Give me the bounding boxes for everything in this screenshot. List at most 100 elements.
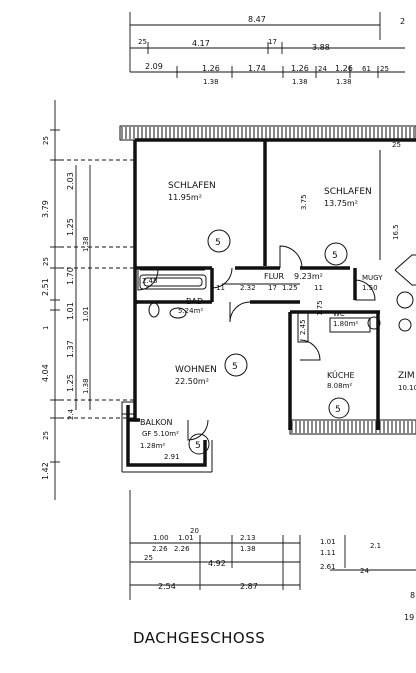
- room-name: FLUR: [264, 272, 285, 281]
- bottom-dim-20: 20: [190, 527, 199, 535]
- bottom-dim-25: 25: [144, 554, 153, 562]
- bottom-dimensions: 1.00 1.01 20 2.13 1.01 2.1 2.26 2.26 1.3…: [129, 490, 416, 622]
- bottom-dim-8: 8: [410, 591, 415, 600]
- dim-left-1: 1: [42, 326, 50, 330]
- bottom-dim-100: 1.00: [153, 534, 169, 542]
- room-width: 2.91: [164, 453, 180, 461]
- room-name: KÜCHE: [327, 370, 355, 380]
- room-badge-label: 5: [215, 238, 221, 248]
- dim-top-24: 24: [318, 65, 327, 73]
- bottom-dim-261: 2.61: [320, 563, 336, 571]
- room-wc: WC 1.80m²: [333, 310, 358, 328]
- room-area: 13.75m²: [324, 199, 358, 208]
- room-area: 9.23m²: [294, 272, 323, 281]
- room-kueche: KÜCHE 8.08m² 5: [327, 370, 355, 419]
- wc-box: [329, 317, 371, 333]
- bottom-dim-101b: 1.01: [320, 538, 336, 546]
- room-mugy: MUGY 1.50: [362, 274, 383, 292]
- room-area: 11.95m²: [168, 193, 202, 202]
- room-name: ZIM: [398, 371, 415, 381]
- room-area: 5.24m²: [178, 307, 203, 315]
- inner-dim-125: 1.25: [282, 284, 298, 292]
- room-name: WOHNEN: [175, 365, 217, 375]
- dim-mid-125b: 1.25: [66, 374, 75, 392]
- dim-left-25a: 25: [42, 136, 50, 145]
- dim-top-126a: 1.26: [202, 64, 220, 73]
- room-badge-label: 5: [232, 362, 238, 372]
- room-flur: FLUR 9.23m²: [264, 272, 323, 281]
- room-balkon: BALKON GF 5.10m² 1.28m² 2.91 5: [140, 418, 210, 461]
- bottom-dim-226a: 2.26: [152, 545, 168, 553]
- left-dimensions: 25 3.79 25 2.51 1 4.04 25 1.42 2.03 1.25…: [41, 100, 135, 500]
- dim-left-251: 2.51: [41, 278, 50, 296]
- inner-dim-11b: 11: [314, 284, 323, 292]
- bottom-dim-138: 1.38: [240, 545, 256, 553]
- dim-top-126c: 1.26: [335, 64, 353, 73]
- bottom-dim-101a: 1.01: [178, 534, 194, 542]
- room-schlafen-2: SCHLAFEN 13.75m² 5 3.75: [300, 187, 372, 266]
- inner-dim-248: 2.48: [142, 277, 158, 285]
- room-name: SCHLAFEN: [168, 181, 216, 191]
- room-badge-label: 5: [195, 441, 201, 451]
- dim-top-138a: 1.38: [203, 78, 219, 86]
- dim-mid-24: 2.4: [67, 408, 75, 420]
- bathtub: [139, 274, 207, 290]
- dim-top-25b: 25: [380, 65, 389, 73]
- dim-left-25c: 25: [42, 431, 50, 440]
- room-bad: BAD 5.24m²: [178, 297, 203, 315]
- dim-left-142: 1.42: [41, 462, 50, 480]
- dim-top-209: 2.09: [145, 62, 163, 71]
- dim-inner-138a: 1.38: [82, 236, 90, 252]
- room-area: 22.50m²: [175, 377, 209, 386]
- room-badge: [207, 229, 231, 253]
- room-name: WC: [333, 310, 345, 318]
- room-area-half: 1.28m²: [140, 442, 165, 450]
- room-name: BAD: [186, 297, 203, 306]
- room-badge: [324, 242, 348, 266]
- inner-dim-11a: 11: [216, 284, 225, 292]
- dim-inner-101: 1.01: [82, 306, 90, 322]
- toilet: [148, 302, 160, 318]
- room-area: 8.08m²: [327, 382, 352, 390]
- dim-top-61: 61: [362, 65, 371, 73]
- right-label-25: 25: [392, 141, 401, 149]
- room-badge: [188, 433, 210, 455]
- dim-left-25b: 25: [42, 257, 50, 266]
- dim-top-138b: 1.38: [292, 78, 308, 86]
- bottom-dim-19: 19: [404, 613, 414, 622]
- right-label-165: 16.5: [392, 224, 400, 240]
- dim-top-138c: 1.38: [336, 78, 352, 86]
- bottom-dim-111: 1.11: [320, 549, 336, 557]
- dim-top-total: 8.47: [248, 15, 266, 24]
- room-name: SCHLAFEN: [324, 187, 372, 197]
- dim-mid-125a: 1.25: [66, 218, 75, 236]
- dim-mid-203: 2.03: [66, 172, 75, 190]
- bottom-dim-226b: 2.26: [174, 545, 190, 553]
- room-zimmer: ZIM 10.10: [398, 371, 416, 392]
- bottom-dim-213: 2.13: [240, 534, 256, 542]
- inner-dim-17: 17: [268, 284, 277, 292]
- right-label-2: 2: [400, 17, 405, 26]
- inner-dim-245: 2.45: [299, 319, 307, 335]
- top-dimensions: 8.47 25 4.17 17 3.88 2.09 1.26 1.74 1.26…: [129, 12, 405, 86]
- room-badge-label: 5: [332, 251, 338, 261]
- page-title: DACHGESCHOSS: [133, 629, 265, 647]
- doors: [137, 245, 376, 441]
- room-inner-dim: 3.75: [300, 194, 308, 210]
- room-area-gf: GF 5.10m²: [142, 430, 179, 438]
- dim-inner-138b: 1.38: [82, 378, 90, 394]
- room-area: 1.80m²: [333, 320, 358, 328]
- washbasin: [169, 307, 187, 319]
- dim-mid-137: 1.37: [66, 340, 75, 358]
- room-area: 10.10: [398, 384, 416, 392]
- bathroom-fixtures: [139, 274, 414, 343]
- bottom-dim-21: 2.1: [370, 542, 381, 550]
- dim-mid-101: 1.01: [66, 302, 75, 320]
- room-name: MUGY: [362, 274, 383, 282]
- room-badge-label: 5: [335, 405, 341, 415]
- dim-top-126b: 1.26: [291, 64, 309, 73]
- bottom-dim-24: 24: [360, 567, 369, 575]
- bottom-dim-492: 4.92: [208, 559, 226, 568]
- room-area: 1.50: [362, 284, 378, 292]
